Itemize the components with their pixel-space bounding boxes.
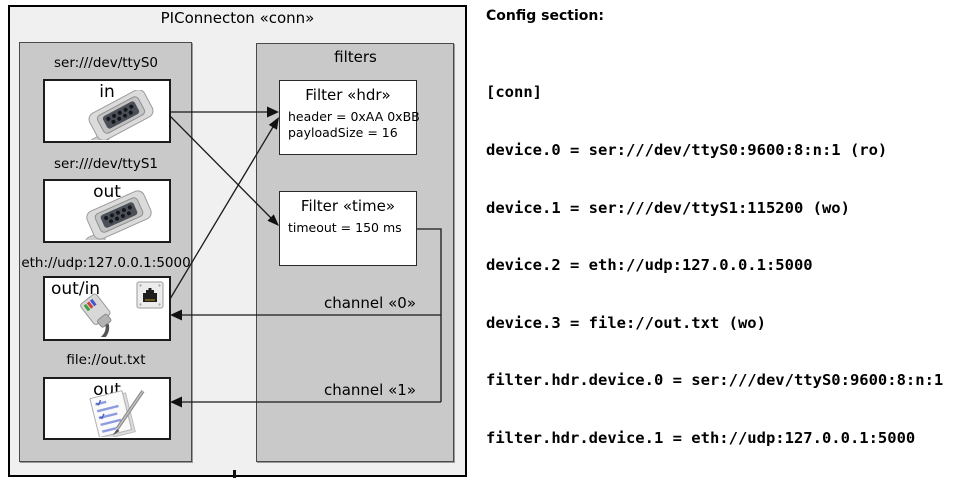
- filter-title: Filter «time»: [300, 197, 396, 215]
- config-line: [conn]: [486, 83, 542, 102]
- filter-property: payloadSize = 16: [288, 125, 398, 140]
- device-box-ttyS1: out: [43, 179, 171, 243]
- port-direction-label: out: [93, 182, 121, 202]
- filter-box-time: Filter «time» timeout = 150 ms: [279, 191, 417, 266]
- config-line: device.1 = ser:///dev/ttyS1:115200 (wo): [486, 198, 850, 217]
- device-uri-label: ser:///dev/ttyS0: [54, 55, 158, 71]
- config-line: device.0 = ser:///dev/ttyS0:9600:8:n:1 (…: [486, 141, 888, 160]
- device-uri-label: eth://udp:127.0.0.1:5000: [21, 255, 191, 271]
- port-direction-label: in: [99, 82, 115, 102]
- filters-group-title: filters: [334, 48, 377, 66]
- ethernet-jack-icon: [136, 281, 164, 309]
- config-line: filter.hdr.device.1 = eth://udp:127.0.0.…: [486, 429, 916, 448]
- port-direction-label: out/in: [51, 279, 101, 299]
- config-text-block: [conn] device.0 = ser:///dev/ttyS0:9600:…: [486, 45, 953, 484]
- notepad-icon: [89, 389, 145, 437]
- filter-box-hdr: Filter «hdr» header = 0xAA 0xBB payloadS…: [279, 80, 420, 155]
- device-box-file: out: [43, 377, 171, 440]
- config-line: filter.hdr.device.0 = ser:///dev/ttyS0:9…: [486, 371, 944, 390]
- ethernet-connector-icon: [80, 293, 112, 337]
- filter-property: header = 0xAA 0xBB: [288, 109, 420, 124]
- device-uri-label: ser:///dev/ttyS1: [54, 156, 158, 172]
- serial-connector-icon: [84, 190, 152, 240]
- device-uri-label: file://out.txt: [66, 352, 146, 368]
- config-section-heading: Config section:: [486, 8, 604, 24]
- config-line: device.2 = eth://udp:127.0.0.1:5000: [486, 256, 813, 275]
- channel-0-label: channel «0»: [323, 294, 416, 312]
- channel-1-label: channel «1»: [323, 381, 416, 399]
- filter-title: Filter «hdr»: [305, 86, 391, 104]
- device-box-ttyS0: in: [43, 79, 171, 143]
- config-line: device.3 = file://out.txt (wo): [486, 313, 766, 332]
- serial-connector-icon: [88, 90, 154, 140]
- component-title: PIConnecton «conn»: [160, 9, 315, 27]
- device-box-eth: out/in: [43, 276, 171, 341]
- filter-property: timeout = 150 ms: [288, 220, 402, 235]
